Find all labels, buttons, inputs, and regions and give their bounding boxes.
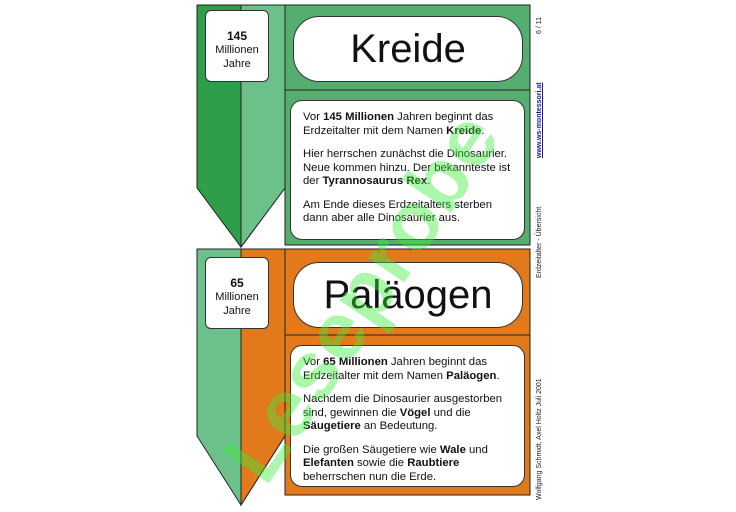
palaeogen-age-word: Jahre: [223, 305, 251, 317]
palaeogen-age-unit: Millionen: [215, 291, 259, 303]
website-link[interactable]: www.ws-montessori.at: [536, 82, 543, 158]
kreide-age-number: 145: [226, 29, 248, 43]
palaeogen-title-box: Paläogen: [293, 262, 523, 328]
kreide-paragraph-1: Vor 145 Millionen Jahren beginnt das Erd…: [303, 111, 494, 137]
kreide-title: Kreide: [350, 26, 466, 71]
kreide-paragraph-2: Hier herrschen zunächst die Dinosaurier.…: [303, 148, 511, 187]
kreide-age-word: Jahre: [223, 58, 251, 70]
kreide-title-box: Kreide: [293, 16, 523, 82]
palaeogen-title: Paläogen: [323, 272, 493, 317]
kreide-text-box: Vor 145 Millionen Jahren beginnt das Erd…: [290, 100, 525, 240]
palaeogen-age-box: 65 Millionen Jahre: [205, 257, 269, 329]
subject-label: Erdzeitalter - Übersicht: [536, 206, 543, 278]
palaeogen-age-number: 65: [230, 276, 244, 290]
kreide-age-box: 145 Millionen Jahre: [205, 10, 269, 82]
kreide-age-unit: Millionen: [215, 44, 259, 56]
palaeogen-paragraph-2: Nachdem die Dinosaurier ausgestorben sin…: [303, 393, 503, 432]
palaeogen-paragraph-1: Vor 65 Millionen Jahren beginnt das Erdz…: [303, 356, 500, 382]
page-number: 6 / 11: [536, 17, 543, 34]
palaeogen-text-box: Vor 65 Millionen Jahren beginnt das Erdz…: [290, 345, 525, 487]
kreide-paragraph-3: Am Ende dieses Erdzeitalters sterben dan…: [303, 198, 493, 225]
authors-label: Wolfgang Schmidt, Axel Holtz Juli 2001: [536, 378, 543, 500]
palaeogen-paragraph-3: Die großen Säugetiere wie Wale und Elefa…: [303, 443, 488, 483]
